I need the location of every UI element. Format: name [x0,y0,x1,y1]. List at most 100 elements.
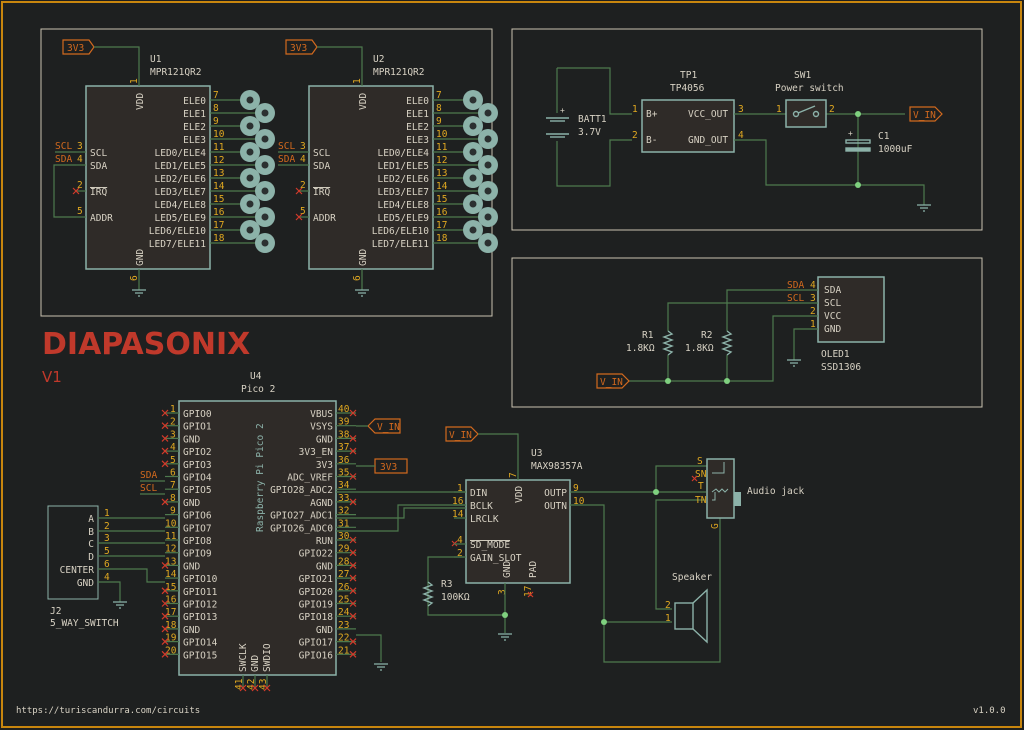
pin-name: GND [502,561,513,578]
pin-name: LED7/ELE11 [372,239,429,250]
net-flag-vin: V_IN [445,426,479,442]
no-connect-icon [349,561,357,569]
pin-number: 38 [338,429,350,440]
pin-name: BCLK [470,501,493,512]
j2-body [47,505,99,600]
net-flag-vin: V_IN [367,418,401,434]
pin-number: 6 [170,468,176,479]
footer-url[interactable]: https://turiscandurra.com/circuits [16,706,200,716]
no-connect-icon [161,460,169,468]
pin-number: 8 [170,493,176,504]
net-flag-3v3: 3V3 [374,458,408,474]
pin-number: 15 [213,194,224,205]
pin-number: 35 [338,468,349,479]
pin-name: ELE3 [406,135,429,146]
pin-name: GPIO3 [183,460,212,471]
pin-name: SDA [824,285,841,296]
pin-name: GPIO12 [183,600,217,611]
pin-name: GPIO0 [183,409,212,420]
pin-number: 10 [213,129,225,140]
pin-name: AGND [310,498,333,509]
pin-number: 26 [338,582,350,593]
pin-number: 23 [338,620,349,631]
oled-value: SSD1306 [821,362,861,373]
no-connect-icon [239,684,247,692]
pin-number: 17 [523,586,534,597]
pin-number: 9 [170,506,176,517]
pin-number: 9 [436,116,442,127]
pin-name: LED6/ELE10 [372,226,429,237]
net-flag-3v3: 3V3 [285,39,318,55]
no-connect-icon [161,600,169,607]
pin-name: GPIO20 [299,587,334,598]
resistor-r2 [721,330,733,356]
pin-name: ELE1 [183,109,206,120]
no-connect-icon [161,422,169,430]
net-label: SCL [55,141,72,152]
pin-number: 28 [338,556,350,567]
pin-name: 3V3_EN [299,447,334,458]
pin-name: LED4/ELE8 [155,200,207,211]
net-label: V_IN [449,430,472,441]
pin-name: GPIO6 [183,511,212,522]
u3-ref: U3 [531,448,542,459]
pin-number: 3 [497,589,508,595]
pin-name: LED3/ELE7 [378,187,429,198]
oled-section: SDA 4 SDA SCL 3 SCL 2 VCC 1 GND OLED1 SS… [596,276,885,389]
pin-number: 25 [338,595,349,606]
sw1-ref: SW1 [794,70,811,81]
pin-number: 6 [129,275,140,281]
pin-number: 9 [573,483,579,494]
no-connect-icon [349,587,357,595]
pin-number: 13 [165,556,176,567]
pin-number: 5 [104,546,110,557]
pin-number: 18 [436,233,448,244]
speaker-label: Speaker [672,572,712,583]
pin-name: DIN [470,488,487,499]
pin-name: LED2/ELE6 [378,174,430,185]
pin-name: GND [250,655,261,672]
junction-dot [665,378,671,384]
pin-number: 34 [338,480,350,491]
net-flag-3v3: 3V3 [62,39,95,55]
audio-jack-label: Audio jack [747,486,804,497]
pin-name: ELE3 [183,135,206,146]
pin-number: 2 [104,521,110,532]
oled-body [817,276,885,343]
pin-number: 6 [104,559,110,570]
pin-name: GPIO10 [183,574,218,585]
pin-name: LED6/ELE10 [149,226,206,237]
pin-number: 24 [338,607,350,618]
pin-label: G [710,523,721,529]
pin-name: GPIO13 [183,612,217,623]
no-connect-icon [161,612,169,620]
no-connect-icon [349,536,357,544]
pin-name: GND [358,249,369,266]
pin-name: GPIO18 [299,612,334,623]
pin-number: 18 [213,233,225,244]
pin-name: PAD [528,561,539,578]
ground-icon [498,633,512,641]
pin-number: 7 [170,480,176,491]
pin-name: GPIO17 [299,638,333,649]
no-connect-icon [161,650,169,658]
r1-ref: R1 [642,330,654,341]
pin-number: 1 [104,508,110,519]
pin-name: VSYS [310,422,333,433]
resistor-r1 [662,330,674,356]
power-switch-body [785,99,827,128]
pin-number: 6 [352,275,363,281]
pin-number: 10 [436,129,448,140]
pin-number: 16 [452,496,464,507]
capacitor-plate [845,139,871,144]
footer-revision: v1.0.0 [973,706,1006,716]
no-connect-icon [161,434,169,442]
sw1-value: Power switch [775,83,844,94]
pin-name: GPIO15 [183,650,217,661]
pin-name: GPIO4 [183,473,212,484]
pin-name: LED7/ELE11 [149,239,206,250]
no-connect-icon [349,434,357,442]
pin-name: VCC [824,311,841,322]
